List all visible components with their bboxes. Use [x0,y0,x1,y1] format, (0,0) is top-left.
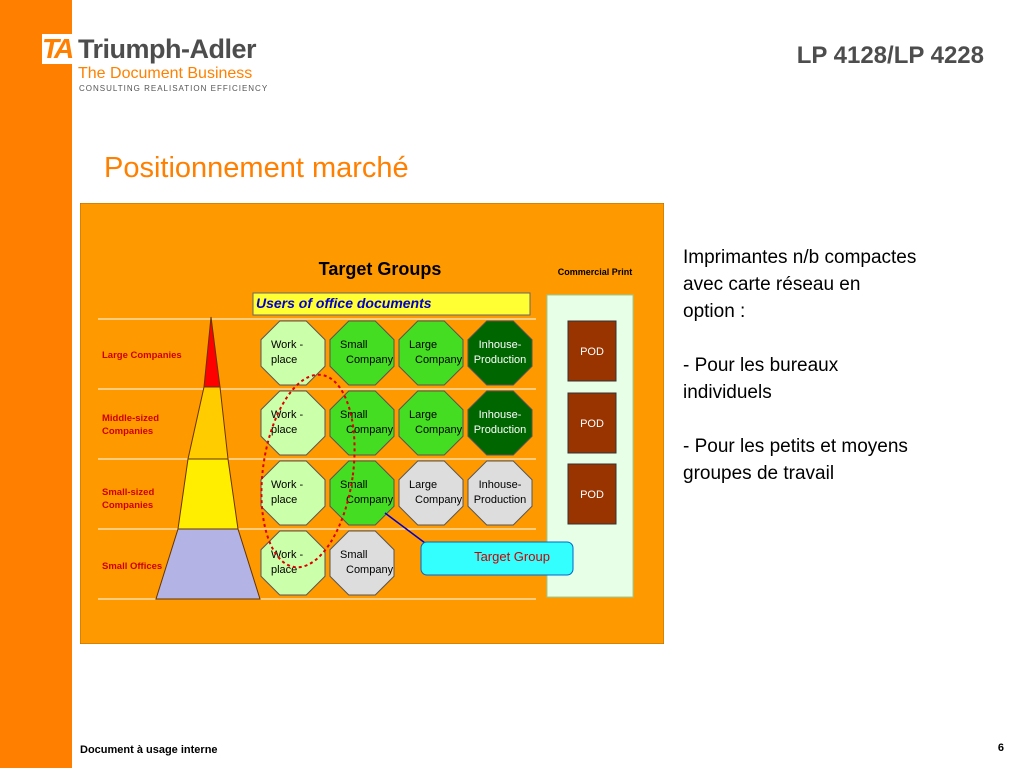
page-number: 6 [997,742,1004,754]
callout-box [420,541,574,576]
workplace-octagon-label: place [271,424,297,436]
large-octagon [398,390,464,456]
pod-box [567,463,617,525]
octagon-grid: Work -placeSmallCompanyLargeCompanyInhou… [260,320,533,596]
inhouse-octagon-label: Production [474,424,527,436]
inhouse-octagon-label: Inhouse- [479,479,522,491]
small-octagon-label: Small [340,409,368,421]
left-accent-bar [0,0,72,768]
pod-boxes: POD POD POD [567,320,617,525]
row-labels: Large CompaniesMiddle-sizedCompaniesSmal… [102,350,182,572]
slide-title: Positionnement marché [104,152,409,184]
commercial-print-label: Commercial Print [558,267,633,277]
logo-brand-name: Triumph-Adler [78,34,257,64]
bullet-2-line-2: groupes de travail [683,463,835,484]
inhouse-octagon [467,390,533,456]
pod-label: POD [580,489,604,501]
large-octagon [398,460,464,526]
footer-text: Document à usage interne [80,744,218,756]
small-octagon-label: Small [340,479,368,491]
row-label: Small-sized [102,487,154,498]
small-octagon [329,320,395,386]
pod-label: POD [580,346,604,358]
large-octagon [398,320,464,386]
bullet-1-line-1: - Pour les bureaux [683,355,839,376]
description-text: Imprimantes n/b compactes avec carte rés… [683,244,973,487]
small-octagon [329,390,395,456]
row-label: Large Companies [102,350,182,361]
small-octagon-label: Company [346,354,394,366]
model-title: LP 4128/LP 4228 [796,42,984,69]
figure-heading: Target Groups [319,259,442,279]
bullet-2-line-1: - Pour les petits et moyens [683,436,908,457]
inhouse-octagon-label: Production [474,494,527,506]
workplace-octagon [260,320,326,386]
large-octagon-label: Large [409,409,437,421]
inhouse-octagon [467,320,533,386]
workplace-octagon [260,460,326,526]
pod-label: POD [580,418,604,430]
row-separators [98,318,536,600]
intro-line-1: Imprimantes n/b compactes [683,247,917,268]
banner-text: Users of office documents [256,295,432,311]
large-octagon-label: Company [415,494,463,506]
small-octagon-label: Company [346,494,394,506]
small-octagon-label: Small [340,339,368,351]
callout-pointer [384,512,426,544]
large-octagon-label: Large [409,479,437,491]
large-octagon-label: Large [409,339,437,351]
workplace-octagon-label: Work - [271,479,304,491]
large-octagon-label: Company [415,424,463,436]
inhouse-octagon-label: Production [474,354,527,366]
small-octagon [329,460,395,526]
bullet-1-line-2: individuels [683,382,772,403]
workplace-octagon [260,390,326,456]
inhouse-octagon-label: Inhouse- [479,409,522,421]
target-groups-figure: Target Groups Users of office documents … [80,203,664,644]
small-octagon-label: Company [346,564,394,576]
pyramid-tier-offices [155,528,261,600]
callout-text: Target Group [474,549,550,564]
intro-line-2: avec carte réseau en [683,274,861,295]
logo-mark: TA [42,33,74,64]
pyramid-tier-small [177,458,239,530]
workplace-octagon-label: place [271,564,297,576]
row-label: Middle-sized [102,413,159,424]
workplace-octagon [260,530,326,596]
row-label: Companies [102,500,153,511]
inhouse-octagon-label: Inhouse- [479,339,522,351]
workplace-octagon-label: place [271,494,297,506]
row-label: Small Offices [102,561,162,572]
target-group-highlight [260,373,356,569]
intro-line-3: option : [683,301,746,322]
inhouse-octagon [467,460,533,526]
small-octagon-label: Company [346,424,394,436]
logo-subline: CONSULTING REALISATION EFFICIENCY [79,84,269,93]
row-label: Companies [102,426,153,437]
large-octagon-label: Company [415,354,463,366]
small-octagon-label: Small [340,549,368,561]
pod-box [567,320,617,382]
workplace-octagon-label: place [271,354,297,366]
workplace-octagon-label: Work - [271,549,304,561]
logo-tagline: The Document Business [78,65,253,82]
pod-box [567,392,617,454]
workplace-octagon-label: Work - [271,409,304,421]
pyramid [155,316,261,600]
workplace-octagon-label: Work - [271,339,304,351]
small-octagon [329,530,395,596]
banner-box [252,292,531,316]
